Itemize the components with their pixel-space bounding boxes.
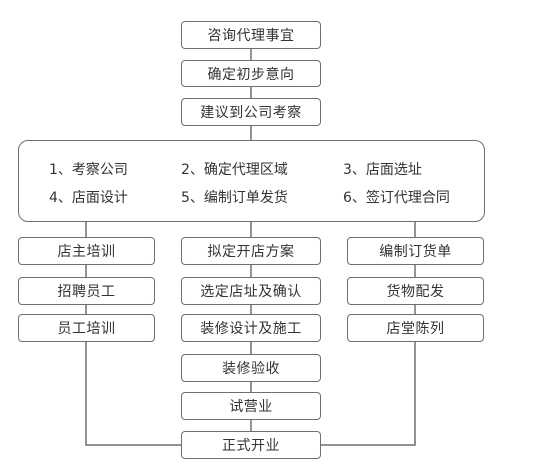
- flow-step-visit: 建议到公司考察: [181, 98, 321, 126]
- flow-right-delivery: 货物配发: [347, 277, 484, 305]
- flow-left-hiring: 招聘员工: [18, 277, 155, 305]
- steps-list-item: 5、编制订单发货: [181, 190, 288, 206]
- steps-list-item: 3、店面选址: [343, 162, 422, 178]
- steps-list-item: 4、店面设计: [49, 190, 128, 206]
- flow-step-consult: 咨询代理事宜: [181, 21, 321, 49]
- flow-left-staff-training: 员工培训: [18, 314, 155, 342]
- flow-left-training-owner: 店主培训: [18, 237, 155, 265]
- flow-step-intent: 确定初步意向: [181, 60, 321, 87]
- flow-steps-list-box: 1、考察公司 2、确定代理区域 3、店面选址 4、店面设计 5、编制订单发货 6…: [18, 140, 485, 222]
- flow-center-site: 选定店址及确认: [181, 277, 321, 305]
- steps-list-item: 6、签订代理合同: [343, 190, 450, 206]
- flow-center-construction: 装修设计及施工: [181, 314, 321, 342]
- flow-right-order: 编制订货单: [347, 237, 484, 265]
- steps-list-item: 2、确定代理区域: [181, 162, 288, 178]
- flow-center-plan: 拟定开店方案: [181, 237, 321, 265]
- steps-list-item: 1、考察公司: [49, 162, 128, 178]
- flow-final-opening: 正式开业: [181, 431, 321, 459]
- flow-center-trial: 试营业: [181, 392, 321, 420]
- flow-right-display: 店堂陈列: [347, 314, 484, 342]
- flow-center-acceptance: 装修验收: [181, 354, 321, 382]
